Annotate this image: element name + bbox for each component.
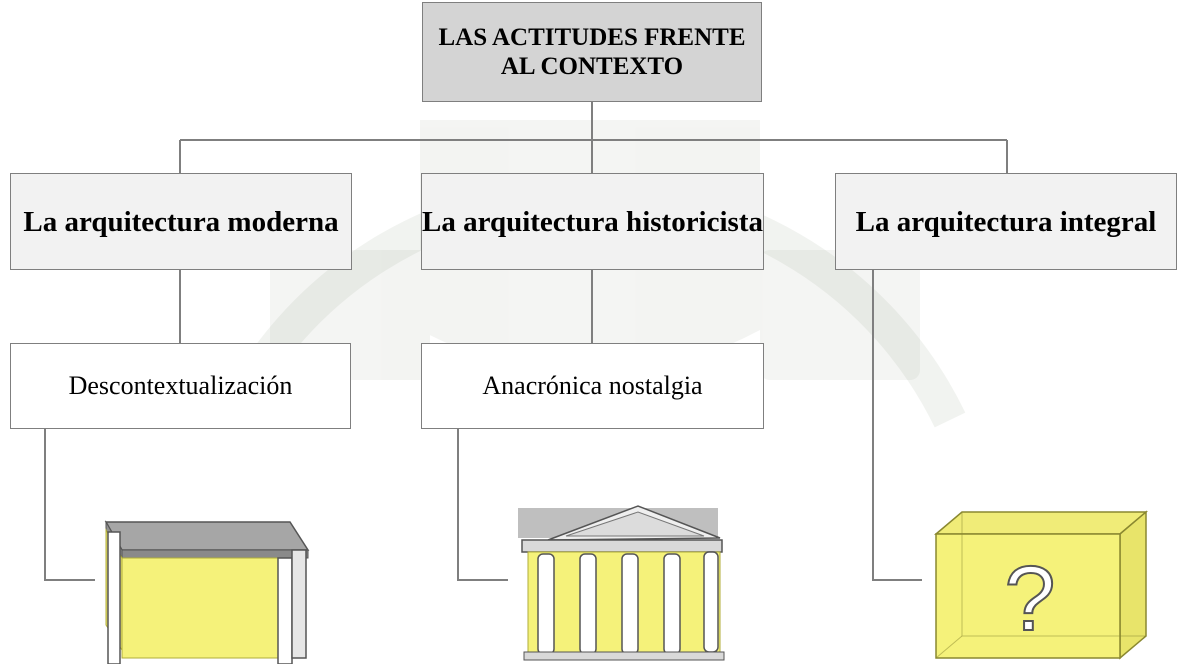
category-label-moderna: La arquitectura moderna: [23, 205, 339, 238]
root-title: LAS ACTITUDES FRENTE AL CONTEXTO: [438, 24, 746, 80]
subtitle-box-moderna: Descontextualización: [10, 343, 351, 429]
category-label-historicista: La arquitectura historicista: [422, 205, 763, 238]
subtitle-box-historicista: Anacrónica nostalgia: [421, 343, 764, 429]
category-box-integral: La arquitectura integral: [835, 173, 1177, 270]
classical-temple-icon: [518, 505, 725, 661]
category-box-historicista: La arquitectura historicista: [421, 173, 764, 270]
category-box-moderna: La arquitectura moderna: [10, 173, 352, 270]
category-label-integral: La arquitectura integral: [855, 205, 1157, 238]
subtitle-text-moderna: Descontextualización: [68, 371, 293, 400]
question-mark-glyph: ?: [1004, 548, 1055, 650]
subtitle-text-historicista: Anacrónica nostalgia: [482, 371, 703, 400]
open-frame-box-icon: [104, 520, 310, 664]
root-box: LAS ACTITUDES FRENTE AL CONTEXTO: [422, 2, 762, 102]
question-box-icon: ?: [933, 510, 1149, 660]
